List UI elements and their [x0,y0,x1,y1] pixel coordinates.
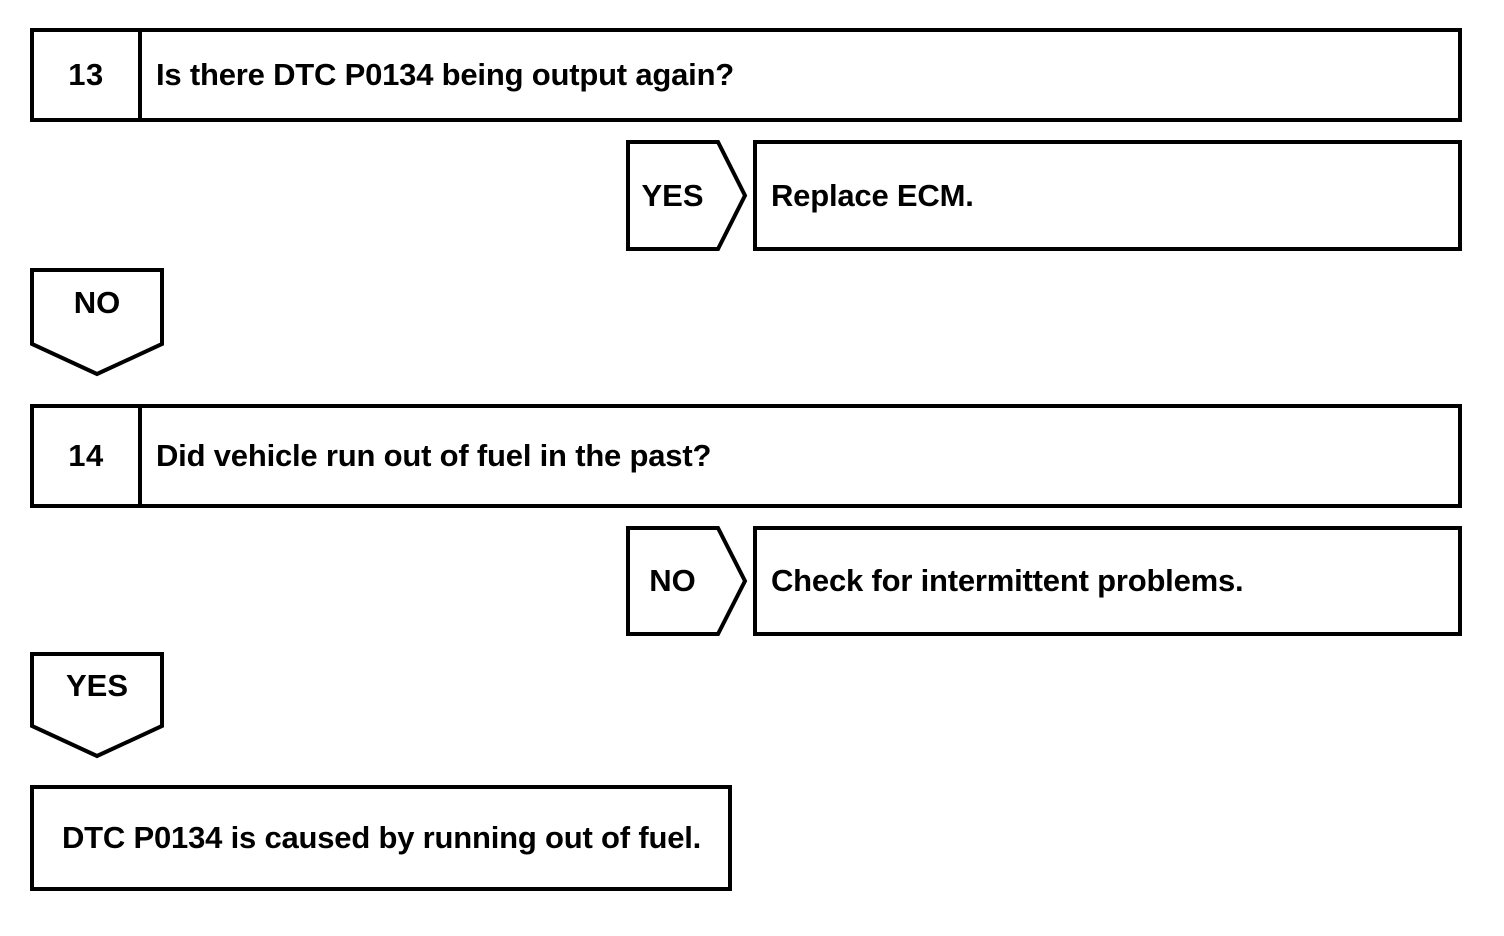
step-number-14: 14 [34,408,142,504]
answer-tag-yes-13[interactable]: YES [626,140,748,251]
step-row-14[interactable]: 14 Did vehicle run out of fuel in the pa… [30,404,1462,508]
answer-tag-label: NO [649,563,696,598]
result-box-replace-ecm[interactable]: Replace ECM. [753,140,1462,251]
answer-tag-no-14[interactable]: NO [626,526,748,636]
step-question-13: Is there DTC P0134 being output again? [156,57,735,92]
answer-tag-label: NO [73,285,121,320]
step-question-14: Did vehicle run out of fuel in the past? [156,438,712,473]
pentagon-right-icon [626,140,748,251]
step-row-13[interactable]: 13 Is there DTC P0134 being output again… [30,28,1462,122]
conclusion-box[interactable]: DTC P0134 is caused by running out of fu… [30,785,732,891]
step-number-13: 13 [34,32,142,118]
answer-tag-label: YES [65,668,129,703]
result-box-check-intermittent[interactable]: Check for intermittent problems. [753,526,1462,636]
answer-tag-yes-14[interactable]: YES [30,652,164,759]
answer-tag-no-13[interactable]: NO [30,268,164,377]
pentagon-down-icon [30,268,164,377]
pentagon-right-icon [626,526,748,636]
pentagon-down-icon [30,652,164,759]
answer-tag-label: YES [641,177,704,213]
